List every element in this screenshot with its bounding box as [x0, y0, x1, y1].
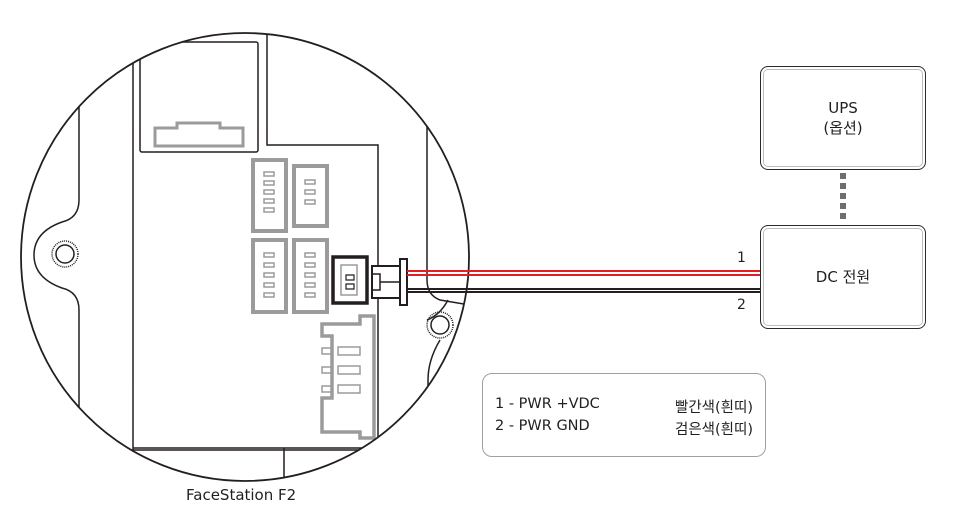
legend-pin: 1 - PWR +VDC: [495, 396, 600, 412]
legend-pin: 2 - PWR GND: [495, 418, 590, 434]
ribbon-connector: [153, 121, 245, 148]
ups-subtitle: (옵션): [823, 119, 863, 137]
legend-color: 빨간색(흰띠): [674, 400, 753, 416]
connector-grid: [251, 158, 329, 314]
top-module: [139, 41, 259, 153]
dc-title: DC 전원: [815, 268, 871, 286]
screw-hole-left: [51, 240, 79, 268]
left-mount-outline: [33, 100, 80, 420]
wire-2-black: [407, 288, 760, 293]
power-port: [331, 255, 369, 305]
wire-number-2: 2: [737, 297, 746, 313]
device-caption: FaceStation F2: [186, 486, 297, 504]
wire-1-red: [407, 270, 760, 276]
screw-hole-right: [426, 311, 454, 339]
ups-box: UPS (옵션): [760, 66, 926, 170]
device-outline: [20, 32, 470, 482]
legend-row: 2 - PWR GND 검은색(흰띠): [495, 418, 753, 439]
side-connector: [320, 314, 376, 440]
wire-number-1: 1: [737, 250, 746, 266]
device-interior: [33, 34, 469, 480]
pin-legend: 1 - PWR +VDC 빨간색(흰띠) 2 - PWR GND 검은색(흰띠): [482, 373, 766, 457]
wire-plug: [371, 258, 408, 306]
ups-title: UPS: [828, 99, 858, 117]
legend-color: 검은색(흰띠): [674, 422, 753, 438]
legend-row: 1 - PWR +VDC 빨간색(흰띠): [495, 396, 753, 417]
dc-power-box: DC 전원: [760, 225, 926, 329]
